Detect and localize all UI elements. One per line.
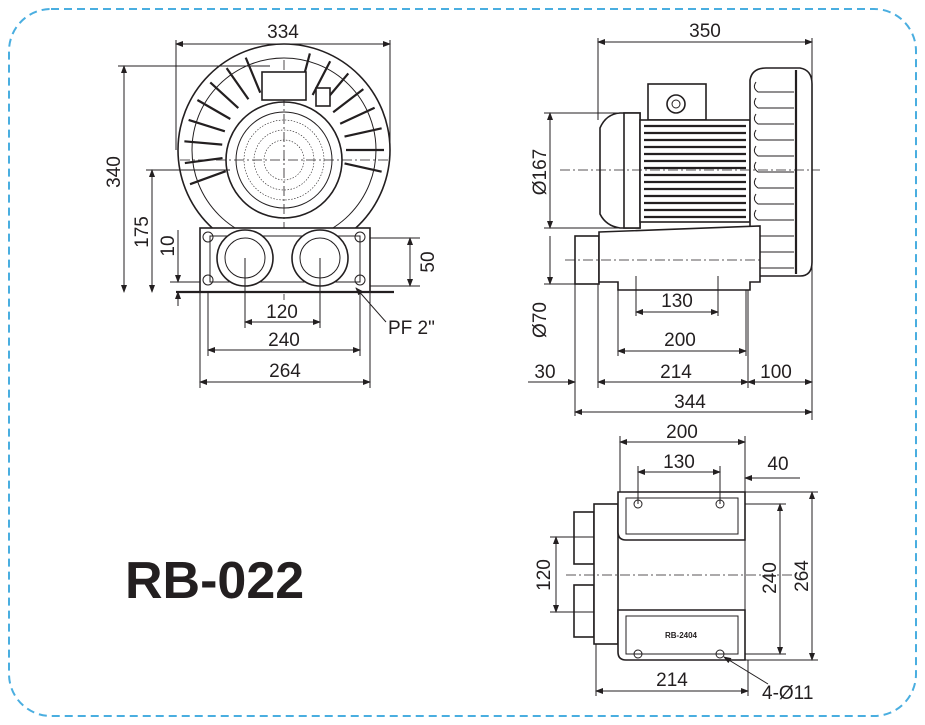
- housing-rib: [244, 57, 262, 94]
- housing-rib: [188, 118, 226, 133]
- dim-340: 340: [104, 156, 125, 188]
- housing-rib: [753, 129, 794, 141]
- housing-rib: [753, 209, 794, 221]
- housing-rib: [753, 81, 794, 93]
- dim-d167: Ø167: [530, 149, 551, 195]
- dim-d70: Ø70: [530, 302, 551, 338]
- dim-50: 50: [418, 251, 439, 272]
- dim-bottom-214: 214: [656, 670, 688, 691]
- front-view: 334 340 175 10 50 120 240 264 PF 2": [104, 22, 439, 388]
- housing-rib: [344, 162, 382, 173]
- dim-100: 100: [760, 362, 792, 383]
- housing-rib: [184, 157, 223, 165]
- housing-rib: [753, 193, 794, 205]
- bottom-port-block: [593, 503, 619, 645]
- dim-bottom-130: 130: [663, 452, 695, 473]
- housing-rib: [339, 106, 376, 125]
- housing-rib: [753, 161, 794, 173]
- housing-rib: [225, 67, 250, 100]
- dim-bottom-240: 240: [760, 562, 781, 594]
- housing-rib: [184, 140, 223, 146]
- housing-rib: [209, 81, 240, 109]
- dim-120: 120: [266, 302, 298, 323]
- dim-240: 240: [268, 330, 300, 351]
- model-title: RB-022: [125, 552, 304, 610]
- housing-rib: [189, 170, 227, 186]
- nameplate-label: RB-2404: [665, 631, 698, 640]
- side-view: 350 Ø167 Ø70 130 200 30 214 100 344: [528, 21, 820, 420]
- housing-rib: [344, 127, 382, 138]
- dim-334: 334: [267, 22, 299, 43]
- dim-bottom-200: 200: [666, 422, 698, 443]
- bottom-plate-bottom: [617, 609, 746, 661]
- housing-rib: [753, 97, 794, 109]
- housing-rib: [196, 99, 231, 120]
- dim-40: 40: [767, 454, 788, 475]
- dim-175: 175: [132, 216, 153, 248]
- dim-344: 344: [674, 392, 706, 413]
- dim-130: 130: [661, 291, 693, 312]
- dim-264: 264: [269, 361, 301, 382]
- terminal-box: [261, 71, 307, 101]
- dim-30: 30: [534, 362, 555, 383]
- bottom-plate-top: [617, 491, 746, 541]
- housing-rib: [332, 88, 365, 114]
- dim-bottom-120: 120: [534, 559, 555, 591]
- housing-rib: [753, 113, 794, 125]
- dim-200: 200: [664, 330, 696, 351]
- motor-body: [639, 119, 751, 223]
- dim-bottom-264: 264: [792, 560, 813, 592]
- bottom-view: RB-2404 200 130 40 120 240 264 214 4-Ø11: [534, 422, 818, 704]
- side-base: [598, 225, 761, 291]
- mounting-holes-label: 4-Ø11: [762, 683, 813, 704]
- dim-214: 214: [660, 362, 692, 383]
- housing-rib: [753, 145, 794, 157]
- port-thread-label: PF 2": [388, 318, 435, 339]
- dim-10: 10: [158, 235, 179, 256]
- dim-350: 350: [689, 21, 721, 42]
- housing-rib: [753, 177, 794, 189]
- dashed-border: [8, 8, 917, 717]
